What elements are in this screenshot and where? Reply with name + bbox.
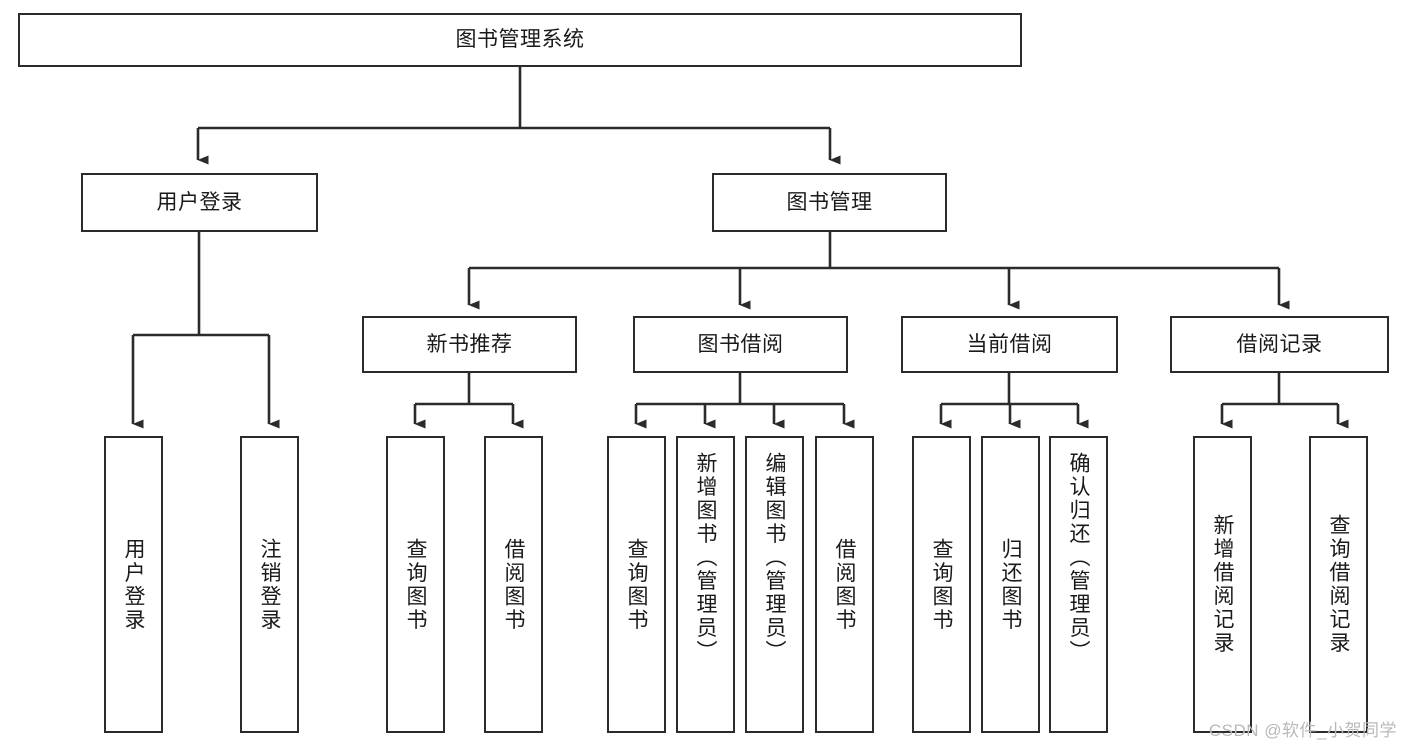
node-label: 归还图书	[999, 537, 1022, 632]
leaf-query-books-borrow[interactable]: 查询图书	[607, 436, 666, 733]
node-label: 用户登录	[156, 190, 243, 214]
leaf-query-books-current[interactable]: 查询图书	[912, 436, 971, 733]
node-label: 借阅图书	[833, 537, 856, 632]
node-label: 借阅图书	[502, 537, 525, 632]
node-new-book-recommendation[interactable]: 新书推荐	[362, 316, 577, 373]
node-book-management[interactable]: 图书管理	[712, 173, 947, 232]
node-label: 确认归还（管理员）	[1067, 452, 1090, 664]
node-label: 编辑图书（管理员）	[763, 452, 786, 664]
leaf-add-book-admin[interactable]: 新增图书（管理员）	[676, 436, 735, 733]
node-label: 新增图书（管理员）	[694, 452, 717, 664]
watermark-text: CSDN @软件_小贺同学	[1208, 721, 1397, 740]
leaf-query-books-recommend[interactable]: 查询图书	[386, 436, 445, 733]
leaf-return-books[interactable]: 归还图书	[981, 436, 1040, 733]
node-user-login[interactable]: 用户登录	[81, 173, 318, 232]
node-label: 当前借阅	[966, 332, 1053, 356]
node-label: 查询借阅记录	[1327, 514, 1350, 655]
node-root-library-management-system[interactable]: 图书管理系统	[18, 13, 1022, 67]
node-label: 查询图书	[404, 537, 427, 632]
node-book-borrowing[interactable]: 图书借阅	[633, 316, 848, 373]
node-label: 新增借阅记录	[1211, 514, 1234, 655]
node-label: 借阅记录	[1236, 332, 1323, 356]
node-label: 图书管理系统	[455, 28, 585, 52]
leaf-logout[interactable]: 注销登录	[240, 436, 299, 733]
node-label: 查询图书	[625, 537, 648, 632]
leaf-borrow-books[interactable]: 借阅图书	[815, 436, 874, 733]
node-label: 注销登录	[258, 537, 281, 632]
leaf-user-login[interactable]: 用户登录	[104, 436, 163, 733]
node-current-borrowing[interactable]: 当前借阅	[901, 316, 1118, 373]
leaf-edit-book-admin[interactable]: 编辑图书（管理员）	[745, 436, 804, 733]
node-label: 新书推荐	[426, 332, 513, 356]
leaf-add-borrow-record[interactable]: 新增借阅记录	[1193, 436, 1252, 733]
leaf-borrow-books-recommend[interactable]: 借阅图书	[484, 436, 543, 733]
node-borrowing-records[interactable]: 借阅记录	[1170, 316, 1389, 373]
node-label: 图书管理	[786, 190, 873, 214]
node-label: 查询图书	[930, 537, 953, 632]
node-label: 图书借阅	[697, 332, 784, 356]
leaf-query-borrow-record[interactable]: 查询借阅记录	[1309, 436, 1368, 733]
node-label: 用户登录	[122, 537, 145, 632]
leaf-confirm-return-admin[interactable]: 确认归还（管理员）	[1049, 436, 1108, 733]
